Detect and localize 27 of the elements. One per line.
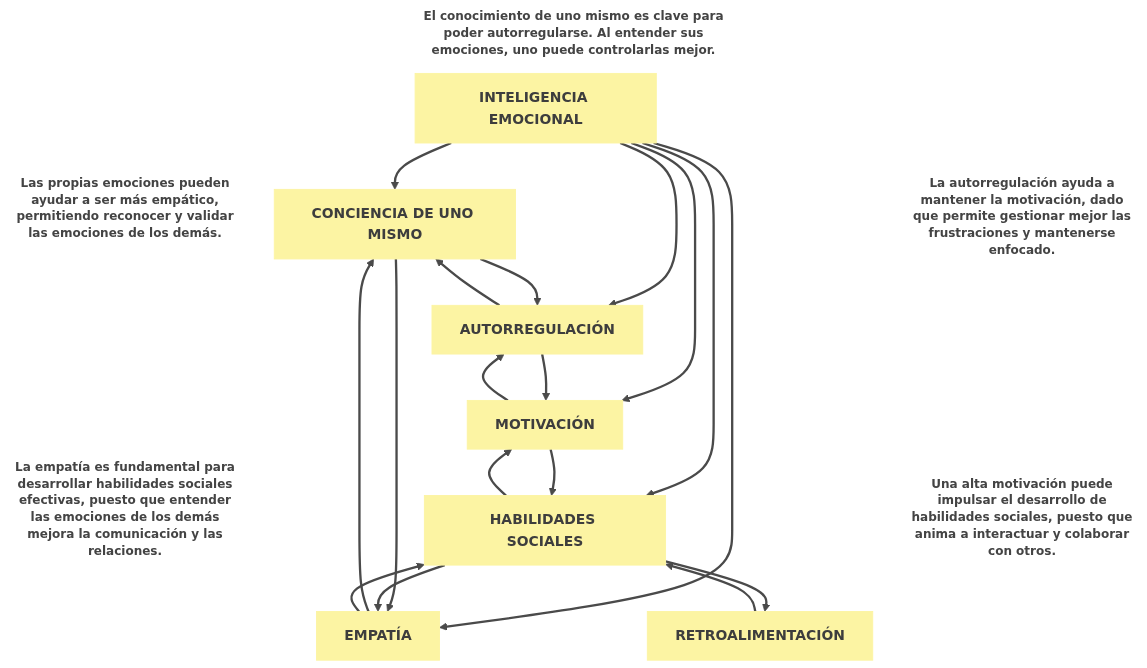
arrow xyxy=(621,142,697,403)
arrow xyxy=(350,563,425,613)
arrow xyxy=(541,354,551,402)
node-box: EMPATÍA xyxy=(316,611,440,662)
arrow xyxy=(548,449,557,497)
note-text: El conocimiento de uno mismo es clave para poder autorregularse. Al entender sus emociones, uno puede controlarlas mejor. xyxy=(422,8,725,59)
arrow xyxy=(439,142,734,632)
arrow xyxy=(479,258,542,307)
node-box: RETROALIMENTACIÓN xyxy=(646,611,874,662)
note-text: Una alta motivación puede impulsar el desarrollo de habilidades sociales, puesto que anima a interactuar y colaborar con otros. xyxy=(910,475,1134,560)
arrow xyxy=(358,259,374,613)
arrow xyxy=(435,259,500,307)
arrow xyxy=(373,564,446,613)
arrow xyxy=(481,354,509,402)
arrow xyxy=(665,562,757,613)
arrow xyxy=(386,259,398,613)
node-box: INTELIGENCIA EMOCIONAL xyxy=(414,73,657,144)
note-text: La autorregulación ayuda a mantener la motivación, dado que permite gestionar mejor las frustraciones y mantenerse enfocado. xyxy=(912,174,1132,259)
node-box: CONCIENCIA DE UNO MISMO xyxy=(273,189,516,260)
arrow xyxy=(665,560,771,613)
node-box: AUTORREGULACIÓN xyxy=(431,305,644,355)
note-text: Las propias emociones pueden ayudar a ser más empático, permitiendo reconocer y validar las emociones de los demás. xyxy=(15,174,235,242)
note-text: La empatía es fundamental para desarrollar habilidades sociales efectivas, puesto que entender las emociones de los demás mejora la comunicación y las relaciones. xyxy=(14,458,236,560)
arrow xyxy=(488,449,513,497)
arrow xyxy=(390,142,452,191)
node-box: MOTIVACIÓN xyxy=(466,400,624,450)
node-box: HABILIDADES SOCIALES xyxy=(423,495,667,566)
